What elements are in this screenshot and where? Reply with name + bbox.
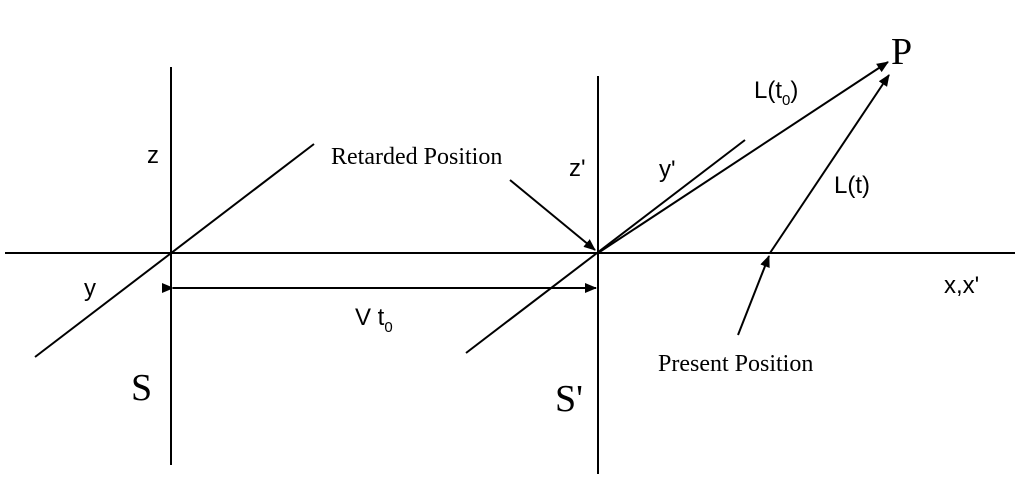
s-y-axis — [34, 143, 315, 358]
l-t-label: L(t) — [834, 172, 870, 199]
x-axis-label: x,x' — [944, 272, 979, 299]
retarded-position-pointer — [509, 179, 596, 251]
l-t0-label-main: L(t — [754, 77, 782, 104]
distance-label-main: V t — [355, 304, 385, 331]
s-prime-label: S' — [555, 378, 583, 420]
l-t0-label-close: ) — [790, 77, 798, 104]
l-t0-label: L(t0) — [754, 77, 798, 109]
distance-label: V t0 — [355, 304, 393, 336]
present-position-label: Present Position — [658, 351, 813, 377]
l-t0-vector — [597, 61, 889, 254]
retarded-position-label: Retarded Position — [331, 144, 502, 170]
y-prime-label: y' — [659, 156, 676, 183]
y-label: y — [84, 275, 96, 302]
l-t0-label-subscript: 0 — [782, 92, 790, 109]
s-prime-y-axis — [465, 139, 746, 354]
point-p-label: P — [891, 31, 912, 73]
s-label: S — [131, 367, 152, 409]
distance-label-subscript: 0 — [384, 319, 392, 336]
z-label: z — [147, 142, 159, 169]
present-position-pointer — [737, 255, 770, 336]
z-prime-label: z' — [569, 155, 586, 182]
l-t-vector — [769, 74, 890, 254]
